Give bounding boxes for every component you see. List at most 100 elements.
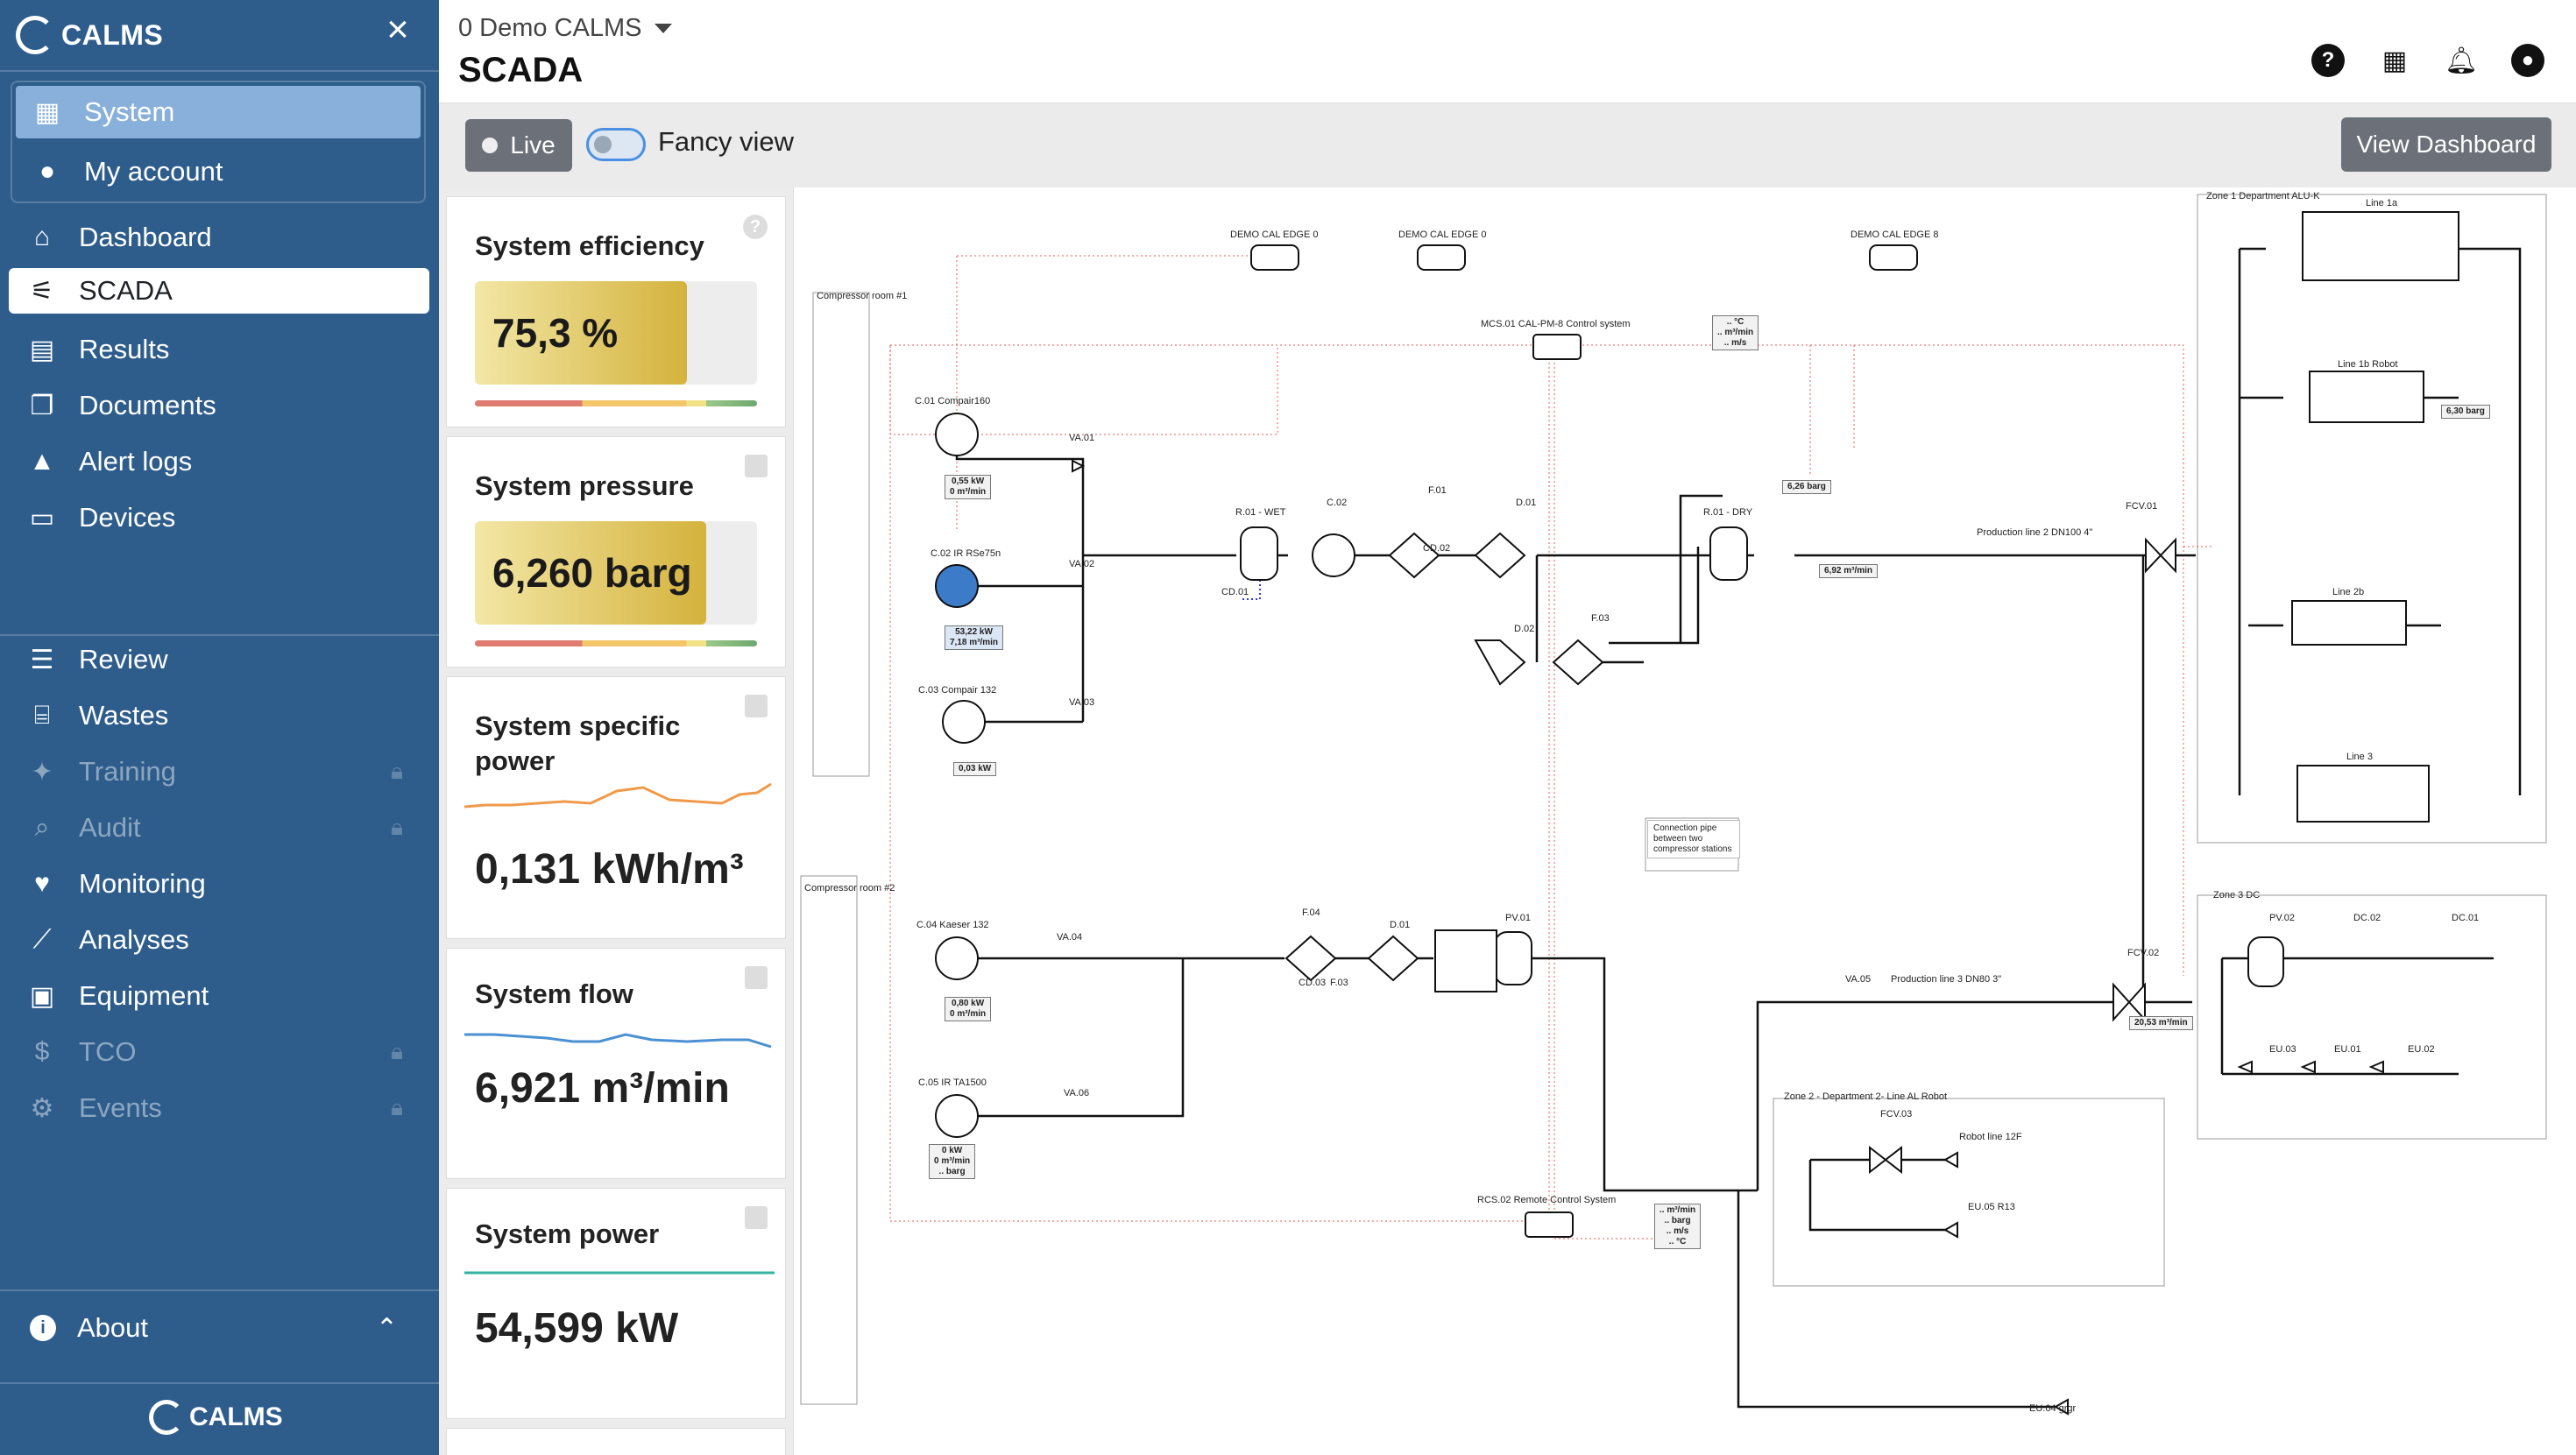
sidebar-item-tco[interactable]: $ TCO 🔒︎ — [9, 1026, 429, 1078]
reading-top-sensor[interactable]: .. °C .. m³/min .. m/s — [1712, 315, 1759, 350]
drain-label: CD.01 — [1221, 587, 1249, 597]
sidebar-item-dashboard[interactable]: ⌂ Dashboard — [9, 211, 429, 264]
flow-valve-label: FCV.02 — [2127, 948, 2160, 958]
home-icon: ⌂ — [33, 222, 51, 251]
sidebar-item-scada[interactable]: ⚟ SCADA — [9, 268, 429, 314]
reading-c04[interactable]: 0,80 kW 0 m³/min — [945, 997, 992, 1021]
sidebar-item-events[interactable]: ⚙ Events 🔒︎ — [9, 1082, 429, 1134]
reading-flow-prod2[interactable]: 6,92 m³/min — [1819, 564, 1879, 578]
kpi-card-efficiency[interactable]: System efficiency ? 75,3 % — [446, 196, 786, 427]
reading-fcv02[interactable]: 20,53 m³/min — [2129, 1016, 2193, 1030]
reading-line: 20,53 m³/min — [2134, 1018, 2188, 1028]
sidebar-item-results[interactable]: ▤ Results — [9, 323, 429, 376]
calculator-icon[interactable]: ▦ — [2381, 46, 2408, 75]
flow-valve-label: FCV.01 — [2126, 501, 2158, 512]
close-sidebar-icon[interactable]: × — [386, 8, 409, 51]
sidebar-item-devices[interactable]: ▭ Devices — [9, 491, 429, 544]
sidebar-item-documents[interactable]: ❐ Documents — [9, 379, 429, 432]
live-button[interactable]: Live — [465, 119, 572, 172]
sidebar-item-system[interactable]: ▦ System — [16, 86, 421, 138]
reading-c03[interactable]: 0,03 kW — [953, 762, 997, 776]
sidebar-item-alert-logs[interactable]: ▲ Alert logs — [9, 435, 429, 488]
sidebar-item-label: Wastes — [79, 700, 169, 731]
chart-icon[interactable] — [745, 695, 768, 717]
lock-icon: 🔒︎ — [391, 1038, 403, 1064]
account-circle-icon[interactable]: ● — [2511, 44, 2544, 77]
sidebar-divider — [0, 1289, 439, 1291]
sidebar-item-wastes[interactable]: ⌸ Wastes — [9, 689, 429, 742]
zone-label: Zone 3 DC — [2213, 890, 2261, 901]
equipment-icon: ▣ — [29, 981, 55, 1011]
sidebar-item-training[interactable]: ✦ Training 🔒︎ — [9, 745, 429, 798]
training-icon: ✦ — [31, 757, 53, 787]
reading-c05[interactable]: 0 kW 0 m³/min .. barg — [929, 1144, 976, 1179]
sidebar-item-monitoring[interactable]: ♥ Monitoring — [9, 858, 429, 910]
footer-logo: CALMS — [149, 1400, 283, 1435]
reading-line: 0 kW — [941, 1146, 963, 1155]
help-icon[interactable]: ? — [2311, 44, 2345, 77]
efficiency-scale — [475, 400, 757, 406]
bell-icon[interactable]: 🔔︎ — [2444, 46, 2479, 75]
reading-line: 7,18 m³/min — [950, 638, 999, 647]
line-label: Line 2b — [2332, 587, 2365, 597]
diagram-canvas — [800, 194, 2547, 1416]
zone2-border — [1773, 1098, 2165, 1287]
sidebar-item-label: Training — [79, 756, 176, 787]
reading-line1b[interactable]: 6,30 barg — [2441, 405, 2490, 419]
sidebar-item-analyses[interactable]: ⟋ Analyses — [9, 914, 429, 966]
lock-icon: 🔒︎ — [391, 814, 403, 840]
fancy-view-toggle[interactable] — [586, 128, 646, 161]
valve-label: VA.06 — [1064, 1088, 1090, 1098]
view-dashboard-button[interactable]: View Dashboard — [2341, 117, 2551, 172]
reading-rcs-sensor[interactable]: .. m³/min .. barg .. m/s .. °C — [1654, 1204, 1702, 1249]
reading-line: 6,92 m³/min — [1824, 566, 1873, 576]
reading-line: 0 m³/min — [950, 1009, 987, 1019]
line-label: Line 3 — [2346, 752, 2373, 762]
reading-pressure-dry[interactable]: 6,26 barg — [1782, 480, 1831, 494]
devices-icon: ▭ — [29, 503, 55, 533]
account-menu — [11, 81, 426, 203]
reading-line: 6,26 barg — [1787, 482, 1826, 491]
sidebar: CALMS × ▦ System ● My account ⌂ Dashboar… — [0, 0, 439, 1455]
compressor-label: C.03 Compair 132 — [918, 685, 997, 696]
sidebar-item-my-account[interactable]: ● My account — [16, 145, 421, 198]
zone1-border — [2197, 194, 2547, 844]
room1-border — [812, 292, 870, 777]
end-unit-label: EU.03 — [2269, 1044, 2296, 1055]
kpi-value: 6,921 m³/min — [475, 1065, 730, 1112]
sidebar-item-equipment[interactable]: ▣ Equipment — [9, 970, 429, 1022]
live-dot-icon — [482, 138, 499, 153]
sidebar-divider — [0, 634, 439, 636]
kpi-card-specific-power[interactable]: System specific power 0,131 kWh/m³ — [446, 676, 786, 939]
sidebar-item-about[interactable]: i About ⌃ — [9, 1302, 429, 1354]
reading-c01[interactable]: 0,55 kW 0 m³/min — [945, 475, 992, 499]
valve-label: VA.03 — [1069, 697, 1095, 708]
chart-icon[interactable] — [745, 1206, 768, 1229]
kpi-card-power[interactable]: System power 54,599 kW — [446, 1188, 786, 1419]
calms-logo: CALMS — [16, 9, 163, 61]
footer-brand-name: CALMS — [189, 1402, 283, 1431]
chevron-up-icon[interactable]: ⌃ — [375, 1313, 398, 1343]
scada-icon: ⚟ — [30, 276, 54, 306]
info-icon[interactable]: ? — [743, 215, 768, 239]
chart-icon[interactable] — [745, 966, 768, 989]
kpi-card-flow[interactable]: System flow 6,921 m³/min — [446, 948, 786, 1179]
top-header: 0 Demo CALMS SCADA ? ▦ 🔔︎ ● — [439, 0, 2576, 103]
end-unit-label: EU.05 R13 — [1968, 1202, 2015, 1212]
sidebar-item-label: TCO — [79, 1036, 137, 1067]
lock-icon: 🔒︎ — [391, 758, 403, 784]
kpi-value: 6,260 barg — [492, 550, 692, 596]
filter-label: F.04 — [1302, 908, 1320, 918]
chart-icon[interactable] — [745, 455, 768, 477]
kpi-value: 54,599 kW — [475, 1305, 679, 1352]
sidebar-item-review[interactable]: ☰ Review — [9, 633, 429, 686]
line-label: Robot line 12F — [1959, 1132, 2022, 1142]
reading-line: 0 m³/min — [934, 1156, 971, 1166]
kpi-card-pressure[interactable]: System pressure 6,260 barg — [446, 436, 786, 667]
wastes-icon: ⌸ — [34, 701, 50, 730]
receiver-label: PV.01 — [1505, 913, 1531, 923]
chart-line-icon: ⟋ — [32, 925, 52, 954]
sidebar-item-audit[interactable]: ⌕ Audit 🔒︎ — [9, 802, 429, 854]
tenant-selector[interactable]: 0 Demo CALMS — [458, 14, 672, 43]
reading-c02[interactable]: 53,22 kW 7,18 m³/min — [945, 625, 1004, 650]
